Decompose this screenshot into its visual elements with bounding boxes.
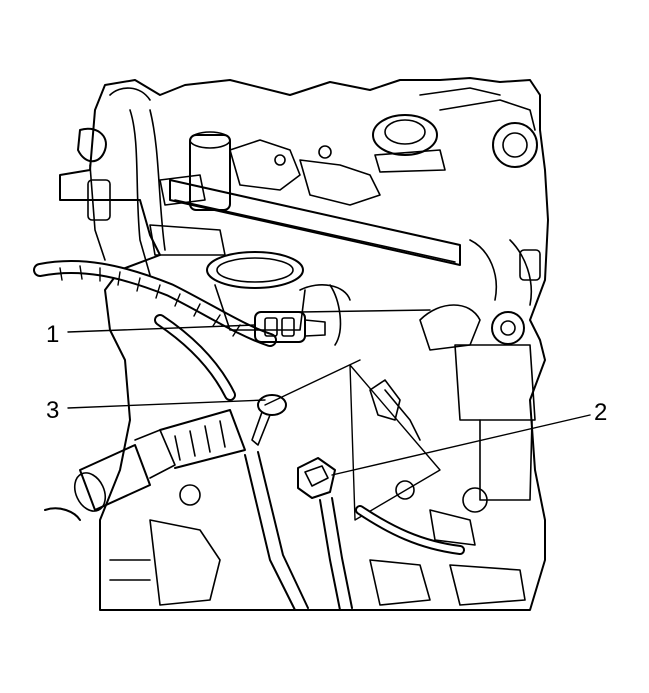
lower-hoses (244, 451, 476, 611)
engine-block-outline (59, 77, 549, 611)
fuel-rail (169, 131, 461, 266)
throttle-body (372, 87, 538, 173)
leader-line-1b (299, 309, 431, 313)
bracket-plate (349, 364, 441, 521)
connector-1 (254, 311, 326, 343)
leader-line-2 (331, 414, 591, 476)
leader-lines (67, 309, 591, 476)
lower-left-hose (44, 409, 246, 521)
upper-left-harness (77, 87, 226, 276)
leader-line-3b (264, 359, 361, 406)
callout-1-label: 1 (46, 321, 59, 348)
leader-line-3 (67, 399, 266, 409)
connector-3 (251, 394, 287, 446)
main-wiring-harness (33, 259, 277, 401)
intake-manifold (206, 251, 351, 346)
callout-2-label: 2 (594, 399, 607, 426)
leader-line-1 (67, 324, 256, 333)
callout-3-label: 3 (46, 397, 59, 424)
right-side-components (419, 239, 541, 513)
lower-block (109, 480, 526, 606)
connector-2 (297, 457, 336, 499)
